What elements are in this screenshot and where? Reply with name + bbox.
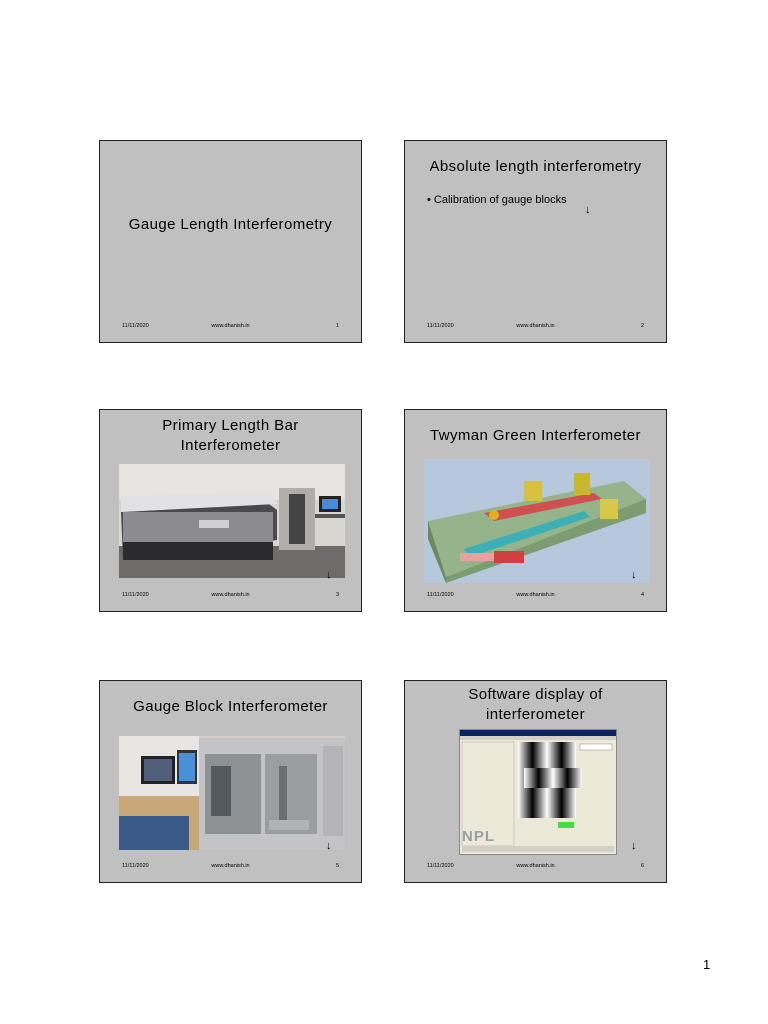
cursor-icon: ↓: [585, 204, 591, 216]
slide-footer: 11/11/2020 www.dhanish.in 2: [427, 323, 644, 333]
cursor-icon: ↓: [326, 569, 332, 581]
slide-title-line-1: Primary Length Bar: [162, 417, 299, 434]
slide-footer: 11/11/2020 www.dhanish.in 5: [122, 863, 339, 873]
slide-number: 1: [335, 323, 339, 329]
slide-date: 11/11/2020: [122, 323, 149, 329]
slide-6: Software display of interferometer NPL ↓…: [404, 680, 667, 883]
slide-url: www.dhanish.in: [516, 323, 555, 329]
slide-footer: 11/11/2020 www.dhanish.in 1: [122, 323, 339, 333]
slide-title: Primary Length Bar Interferometer: [106, 416, 355, 456]
slide-5: Gauge Block Interferometer ↓ 11/11/2020 …: [99, 680, 362, 883]
slide-date: 11/11/2020: [122, 592, 149, 598]
slide-date: 11/11/2020: [427, 863, 454, 869]
slide-number: 6: [640, 863, 644, 869]
twyman-green-diagram: [424, 459, 650, 583]
slide-number: 3: [335, 592, 339, 598]
slide-number: 4: [640, 592, 644, 598]
slide-date: 11/11/2020: [427, 323, 454, 329]
slide-4: Twyman Green Interferometer ↓ 11/11/2020…: [404, 409, 667, 612]
npl-logo: NPL: [462, 828, 495, 845]
slide-1: Gauge Length Interferometry 11/11/2020 w…: [99, 140, 362, 343]
slide-title: Absolute length interferometry: [429, 158, 642, 175]
slide-date: 11/11/2020: [427, 592, 454, 598]
slide-title-line-2: Interferometer: [180, 437, 281, 454]
slide-title: Gauge Length Interferometry: [128, 216, 333, 233]
gauge-block-interferometer-photo: [119, 736, 345, 850]
cursor-icon: ↓: [631, 840, 637, 852]
slide-url: www.dhanish.in: [211, 592, 250, 598]
slide-url: www.dhanish.in: [516, 592, 555, 598]
slide-title: Twyman Green Interferometer: [430, 427, 641, 444]
slide-title-line-2: interferometer: [486, 706, 585, 723]
length-bar-photo: [119, 464, 345, 578]
slide-footer: 11/11/2020 www.dhanish.in 3: [122, 592, 339, 602]
slide-3: Primary Length Bar Interferometer ↓ 11/1…: [99, 409, 362, 612]
slide-number: 2: [640, 323, 644, 329]
slide-title: Gauge Block Interferometer: [133, 698, 328, 715]
slide-url: www.dhanish.in: [211, 323, 250, 329]
slide-url: www.dhanish.in: [516, 863, 555, 869]
page-number: 1: [703, 957, 711, 972]
slide-2: Absolute length interferometry • Calibra…: [404, 140, 667, 343]
software-screenshot: NPL: [459, 729, 617, 855]
slide-title: Software display of interferometer: [411, 685, 660, 725]
cursor-icon: ↓: [326, 840, 332, 852]
slide-title-line-1: Software display of: [468, 686, 603, 703]
slide-number: 5: [335, 863, 339, 869]
slide-footer: 11/11/2020 www.dhanish.in 4: [427, 592, 644, 602]
slide-footer: 11/11/2020 www.dhanish.in 6: [427, 863, 644, 873]
cursor-icon: ↓: [631, 569, 637, 581]
slide-url: www.dhanish.in: [211, 863, 250, 869]
slide-date: 11/11/2020: [122, 863, 149, 869]
slide-bullet: • Calibration of gauge blocks: [427, 194, 567, 206]
